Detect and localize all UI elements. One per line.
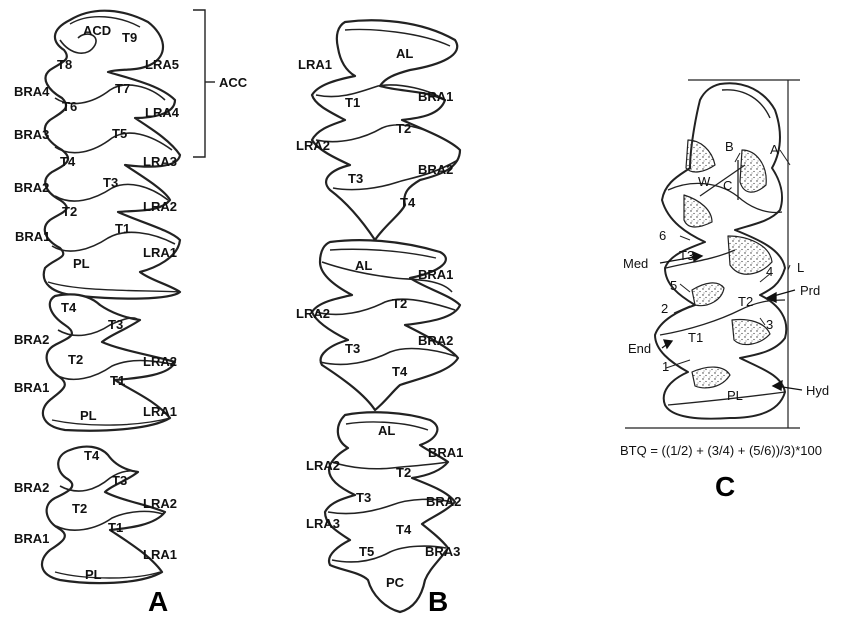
label-t3: T3: [345, 342, 360, 355]
label-lra3: LRA3: [143, 155, 177, 168]
label-lra2: LRA2: [143, 200, 177, 213]
label-6: 6: [659, 229, 666, 242]
label-lra1: LRA1: [143, 405, 177, 418]
btq-formula: BTQ = ((1/2) + (3/4) + (5/6))/3)*100: [620, 443, 822, 458]
label-t3: T3: [348, 172, 363, 185]
label-bra2: BRA2: [14, 481, 49, 494]
label-t4: T4: [60, 155, 75, 168]
label-w: W: [698, 175, 710, 188]
label-t2: T2: [396, 466, 411, 479]
label-al: AL: [396, 47, 413, 60]
label-t2: T2: [62, 205, 77, 218]
label-bra1: BRA1: [14, 381, 49, 394]
label-t4: T4: [396, 523, 411, 536]
label-4: 4: [766, 265, 773, 278]
label-1: 1: [662, 360, 669, 373]
label-pl: PL: [85, 568, 102, 581]
panel-letter-b: B: [428, 588, 448, 616]
label-bra2: BRA2: [14, 333, 49, 346]
label-t7: T7: [115, 82, 130, 95]
label-lra2: LRA2: [143, 497, 177, 510]
label-bra1: BRA1: [428, 446, 463, 459]
label-t3: T3: [679, 249, 694, 262]
label-t1: T1: [688, 331, 703, 344]
label-end: End: [628, 342, 651, 355]
label-al: AL: [355, 259, 372, 272]
label-bra4: BRA4: [14, 85, 49, 98]
label-5: 5: [670, 279, 677, 292]
label-lra2: LRA2: [306, 459, 340, 472]
label-t3: T3: [356, 491, 371, 504]
label-lra1: LRA1: [143, 246, 177, 259]
label-t2: T2: [72, 502, 87, 515]
label-lra3: LRA3: [306, 517, 340, 530]
label-c: C: [723, 179, 732, 192]
label-t1: T1: [345, 96, 360, 109]
label-b: B: [725, 140, 734, 153]
label-lra4: LRA4: [145, 106, 179, 119]
label-t6: T6: [62, 100, 77, 113]
label-acd: ACD: [83, 24, 111, 37]
label-hyd: Hyd: [806, 384, 829, 397]
label-t3: T3: [108, 318, 123, 331]
label-t5: T5: [359, 545, 374, 558]
label-t2: T2: [68, 353, 83, 366]
label-bra1: BRA1: [418, 268, 453, 281]
label-t4: T4: [392, 365, 407, 378]
label-lra2: LRA2: [143, 355, 177, 368]
label-lra2: LRA2: [296, 139, 330, 152]
acc-label: ACC: [219, 76, 247, 89]
label-pl: PL: [727, 389, 743, 402]
label-bra3: BRA3: [14, 128, 49, 141]
label-lra1: LRA1: [298, 58, 332, 71]
label-l: L: [797, 261, 804, 274]
label-t3: T3: [103, 176, 118, 189]
label-t4: T4: [400, 196, 415, 209]
label-t3: T3: [112, 474, 127, 487]
label-t4: T4: [84, 449, 99, 462]
label-a: A: [770, 143, 779, 156]
label-pl: PL: [73, 257, 90, 270]
label-bra1: BRA1: [15, 230, 50, 243]
panel-letter-a: A: [148, 588, 168, 616]
label-pl: PL: [80, 409, 97, 422]
label-t2: T2: [392, 297, 407, 310]
label-prd: Prd: [800, 284, 820, 297]
label-pc: PC: [386, 576, 404, 589]
label-3: 3: [766, 318, 773, 331]
label-t1: T1: [115, 222, 130, 235]
label-bra1: BRA1: [14, 532, 49, 545]
label-bra2: BRA2: [426, 495, 461, 508]
label-2: 2: [661, 302, 668, 315]
label-lra2: LRA2: [296, 307, 330, 320]
acc-bracket: [193, 10, 215, 157]
label-bra3: BRA3: [425, 545, 460, 558]
panel-c-molar-outline: [655, 83, 786, 418]
label-t4: T4: [61, 301, 76, 314]
label-bra2: BRA2: [418, 163, 453, 176]
label-lra5: LRA5: [145, 58, 179, 71]
label-lra1: LRA1: [143, 548, 177, 561]
label-t1: T1: [110, 374, 125, 387]
label-t9: T9: [122, 31, 137, 44]
label-med: Med: [623, 257, 648, 270]
label-t2: T2: [738, 295, 753, 308]
label-t1: T1: [108, 521, 123, 534]
label-bra2: BRA2: [418, 334, 453, 347]
label-t5: T5: [112, 127, 127, 140]
panel-letter-c: C: [715, 473, 735, 501]
label-bra1: BRA1: [418, 90, 453, 103]
label-bra2: BRA2: [14, 181, 49, 194]
label-al: AL: [378, 424, 395, 437]
label-t8: T8: [57, 58, 72, 71]
label-t2: T2: [396, 122, 411, 135]
